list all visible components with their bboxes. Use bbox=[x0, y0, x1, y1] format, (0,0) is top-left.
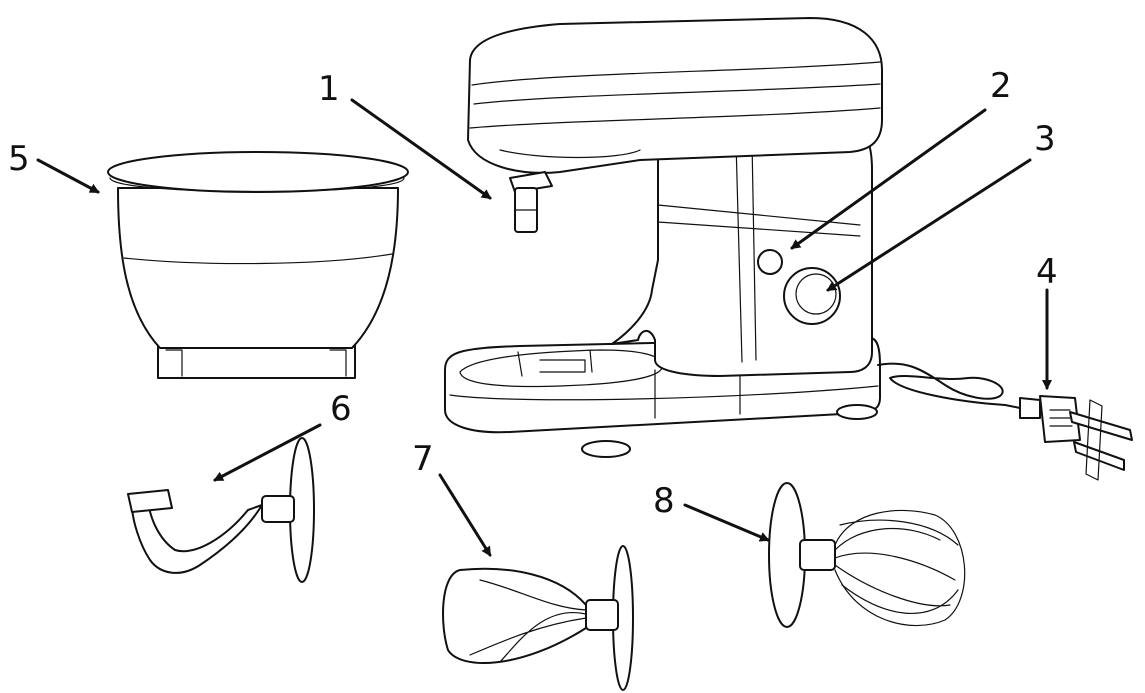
cord-strain-relief bbox=[1019, 397, 1041, 419]
hook-tip bbox=[127, 489, 173, 513]
base-seams bbox=[654, 369, 741, 419]
mixer-foot-front bbox=[581, 440, 631, 458]
callout-number-1: 1 bbox=[318, 69, 340, 109]
callout-arrow-8 bbox=[683, 503, 770, 542]
mixer-foot-right bbox=[836, 404, 878, 420]
whisk-side-wires bbox=[839, 519, 959, 614]
speed-knob-face bbox=[795, 273, 837, 315]
callout-number-2: 2 bbox=[990, 66, 1012, 106]
beater-collar bbox=[585, 599, 619, 631]
bowl-band bbox=[123, 253, 393, 265]
bowl-base bbox=[157, 344, 356, 379]
hook-arm bbox=[131, 499, 263, 574]
mixer-column bbox=[611, 131, 873, 377]
base-edge-line bbox=[449, 385, 879, 401]
callout-arrow-7 bbox=[438, 473, 492, 557]
mixing-bowl-drawing bbox=[107, 151, 409, 379]
whisk-drawing bbox=[768, 482, 966, 628]
whisk-collar bbox=[799, 539, 836, 571]
power-cord bbox=[877, 362, 1021, 409]
bowl-rim-lip bbox=[109, 177, 405, 193]
mixer-head bbox=[467, 17, 883, 174]
plug-grip bbox=[1049, 409, 1073, 427]
callout-number-4: 4 bbox=[1036, 252, 1058, 292]
flat-beater-drawing bbox=[442, 545, 634, 691]
callout-number-8: 8 bbox=[653, 481, 675, 521]
hook-collar bbox=[261, 495, 295, 523]
head-ridges bbox=[469, 61, 881, 129]
base-locking-plate bbox=[517, 349, 593, 377]
head-underside bbox=[499, 149, 641, 159]
callout-number-3: 3 bbox=[1034, 119, 1056, 159]
bowl-body bbox=[117, 187, 399, 349]
callout-number-5: 5 bbox=[8, 139, 30, 179]
whisk-inner-wires bbox=[834, 527, 956, 607]
callout-arrow-5 bbox=[36, 158, 100, 194]
callout-arrow-3 bbox=[826, 158, 1032, 292]
plug-body bbox=[1039, 395, 1081, 443]
beater-frame bbox=[442, 567, 587, 664]
callout-arrow-6 bbox=[213, 423, 322, 482]
beater-blades bbox=[469, 579, 587, 663]
plug-face bbox=[1085, 399, 1103, 481]
column-edge bbox=[735, 141, 757, 363]
callout-number-6: 6 bbox=[330, 389, 352, 429]
whisk-outer-wire bbox=[834, 509, 966, 627]
callout-number-7: 7 bbox=[412, 439, 434, 479]
dough-hook-drawing bbox=[127, 437, 315, 583]
bowl-base-tabs bbox=[165, 349, 347, 377]
release-button-drawing bbox=[757, 249, 783, 275]
speed-knob-drawing bbox=[783, 267, 841, 325]
callout-arrow-2 bbox=[790, 108, 987, 250]
bowl-rim bbox=[107, 151, 409, 193]
stand-mixer-drawing bbox=[444, 17, 1133, 481]
callout-arrow-1 bbox=[350, 98, 492, 200]
